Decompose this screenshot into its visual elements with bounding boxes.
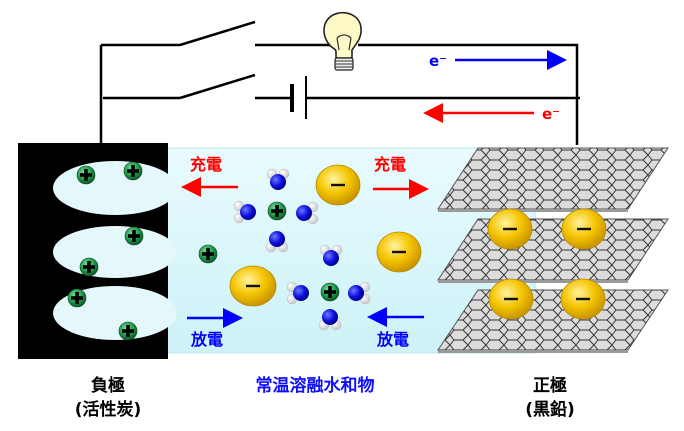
graphite-layer (437, 218, 669, 283)
graphite-layer (437, 147, 669, 212)
charge-label-left: 充電 (190, 155, 222, 174)
light-bulb-icon (323, 11, 362, 71)
plus-icon (131, 165, 135, 177)
positive-electrode-caption: 正極 (黒鉛) (505, 374, 595, 422)
battery-icon (290, 76, 307, 119)
circuit (99, 20, 580, 145)
pore (53, 226, 177, 278)
switch-bottom (179, 73, 256, 100)
negative-electrode (18, 143, 177, 359)
positive-electrode (437, 147, 669, 353)
water-molecule (323, 250, 339, 266)
plus-icon (328, 286, 332, 298)
minus-icon (577, 227, 591, 231)
charge-label-right: 充電 (374, 155, 406, 174)
plus-icon (275, 205, 279, 217)
positive-electrode-label: 正極 (533, 376, 567, 396)
minus-icon (392, 250, 406, 254)
minus-icon (503, 227, 517, 231)
water-molecule (322, 309, 338, 325)
plus-icon (84, 169, 88, 181)
pore (53, 161, 177, 215)
water-molecule (270, 174, 286, 190)
negative-electrode-caption: 負極 (活性炭) (58, 374, 158, 422)
positive-electrode-material: (黒鉛) (525, 400, 575, 420)
plus-icon (75, 292, 79, 304)
minus-icon (246, 284, 260, 288)
water-molecule (293, 285, 309, 301)
water-molecule (296, 205, 312, 221)
minus-icon (576, 297, 590, 301)
discharge-label-left: 放電 (190, 330, 223, 349)
water-molecule (348, 285, 364, 301)
minus-icon (331, 183, 345, 187)
electron-label-bottom: e⁻ (542, 105, 560, 123)
negative-electrode-label: 負極 (91, 376, 125, 396)
water-molecule (240, 204, 256, 220)
plus-icon (206, 248, 210, 260)
switch-top (179, 20, 256, 47)
plus-icon (87, 261, 91, 273)
electrolyte-caption: 常温溶融水和物 (255, 376, 375, 396)
negative-electrode-material: (活性炭) (74, 400, 142, 420)
minus-icon (504, 297, 518, 301)
plus-icon (126, 325, 130, 337)
plus-icon (132, 230, 136, 242)
graphite-layer (437, 289, 669, 353)
wire-top-right (358, 43, 579, 145)
electron-label-top: e⁻ (429, 52, 447, 70)
water-molecule (269, 231, 285, 247)
discharge-label-right: 放電 (376, 330, 409, 349)
